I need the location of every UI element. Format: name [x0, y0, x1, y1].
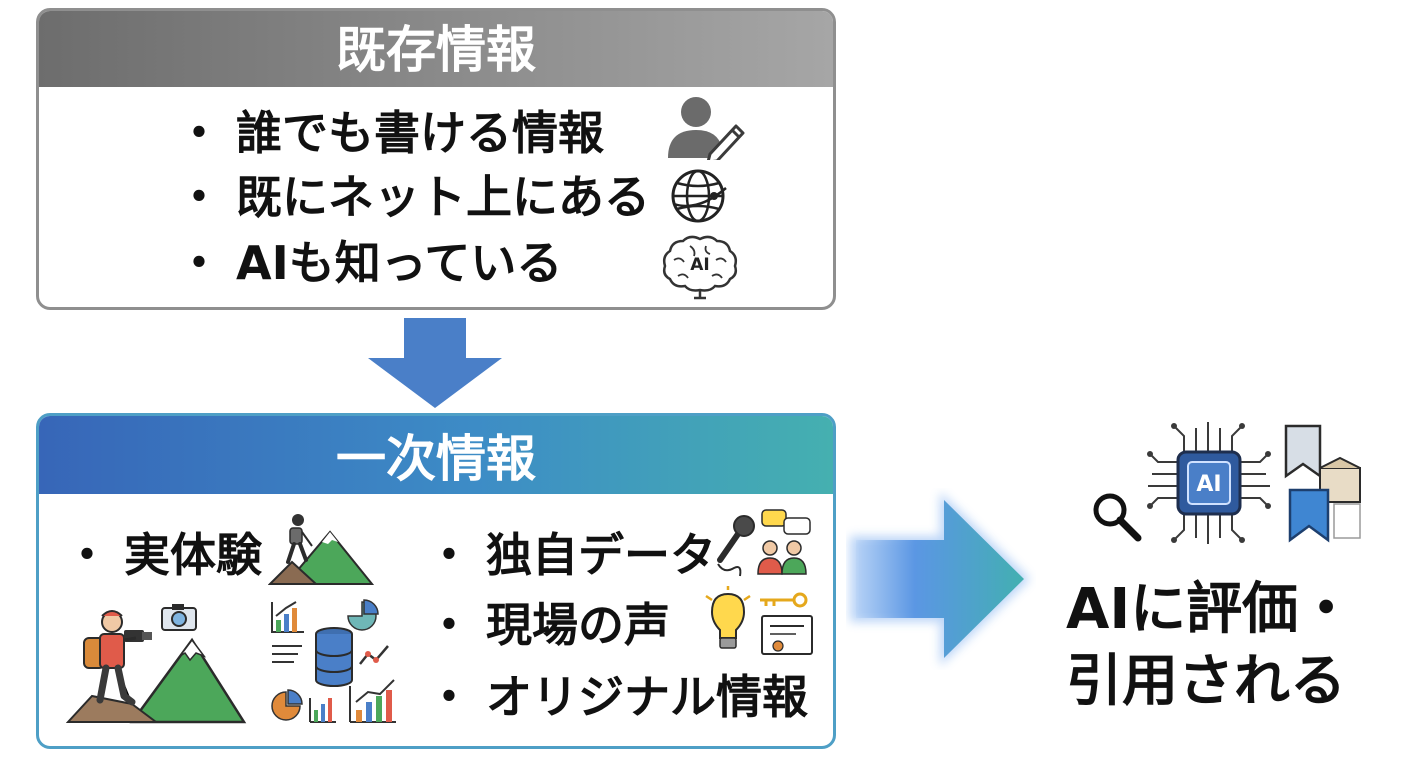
- right-arrow-icon: [850, 492, 1030, 666]
- primary-info-panel: 一次情報: [36, 413, 836, 749]
- result-line-1: AIに評価・: [1066, 577, 1355, 642]
- bullet-dot: ・: [426, 598, 472, 652]
- bookmark-icon: [1284, 424, 1361, 543]
- existing-info-title: 既存情報: [39, 11, 833, 87]
- ai-chip-label: AI: [1196, 472, 1221, 497]
- lightbulb-key-certificate-icon: [705, 586, 813, 655]
- primary-right-item-3: ・オリジナル情報: [426, 670, 808, 724]
- bullet-dot: ・: [426, 528, 472, 582]
- ai-brain-label: AI: [690, 255, 709, 275]
- primary-left-item-1: ・実体験: [64, 528, 262, 582]
- existing-item-2: ・既にネット上にある: [176, 170, 650, 224]
- photographer-mountain-icon: [66, 610, 247, 724]
- ai-chip-icon: AI: [1147, 422, 1271, 544]
- bullet-dot: ・: [64, 528, 110, 582]
- primary-info-title: 一次情報: [39, 416, 833, 494]
- data-charts-icon: [271, 599, 396, 723]
- down-arrow-icon: [368, 318, 502, 408]
- microphone-people-icon: [717, 509, 811, 577]
- magnifier-icon: [1093, 493, 1142, 542]
- hiker-mountain-icon: [268, 514, 375, 585]
- result-line-2: 引用される: [1066, 649, 1346, 714]
- globe-icon: [671, 169, 727, 223]
- camera-icon: [161, 604, 197, 631]
- existing-item-1: ・誰でも書ける情報: [176, 106, 604, 160]
- bullet-dot: ・: [176, 236, 222, 290]
- person-pen-icon: [668, 97, 745, 160]
- primary-right-item-1: ・独自データ: [426, 528, 716, 582]
- bullet-dot: ・: [426, 670, 472, 724]
- existing-info-panel: 既存情報: [36, 8, 836, 310]
- bullet-dot: ・: [176, 170, 222, 224]
- primary-right-item-2: ・現場の声: [426, 598, 670, 652]
- existing-item-3: ・AIも知っている: [176, 236, 563, 290]
- ai-brain-icon: AI: [662, 235, 738, 300]
- bullet-dot: ・: [176, 106, 222, 160]
